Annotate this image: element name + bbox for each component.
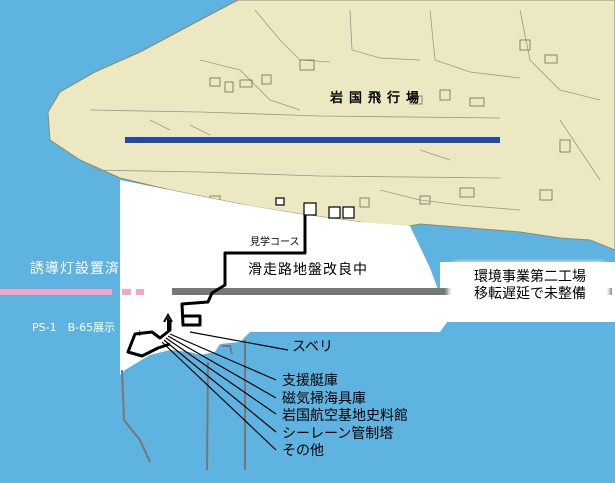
facility-item: 磁気掃海具庫 — [282, 390, 366, 407]
map-detail-lines — [89, 9, 601, 211]
facility-list: 支援艇庫 磁気掃海具庫 岩国航空基地史料館 シーレーン管制塔 その他 — [282, 373, 408, 461]
guide-light-bar — [0, 289, 112, 295]
observation-course-label: 見学コース — [250, 237, 300, 248]
arrow-up-icon — [163, 312, 173, 330]
hangars — [275, 197, 355, 219]
facility-item: 支援艇庫 — [282, 373, 338, 389]
airport-title: 岩国飛行場 — [330, 91, 426, 106]
guide-light-label: 誘導灯設置済み — [30, 261, 135, 277]
plane-marker-icon: + — [136, 329, 144, 339]
ps1-display-label: PS-1 B-65展示 — [32, 321, 116, 334]
environment-label-line2: 移転遅延で未整備 — [474, 286, 586, 302]
guide-light-dot-1 — [122, 289, 131, 295]
environment-note-bg — [448, 262, 610, 318]
existing-runway — [125, 137, 500, 143]
map-buildings — [209, 39, 571, 208]
reclaimed-land — [120, 180, 450, 375]
new-runway — [172, 288, 612, 295]
environment-label-line1: 環境事業第二工場 — [474, 269, 586, 285]
observation-course-route — [180, 215, 307, 327]
slide-label: スベリ — [292, 339, 334, 355]
callout-leaders — [161, 331, 289, 451]
course-loop — [126, 320, 172, 358]
facility-item: 岩国航空基地史料館 — [282, 408, 408, 424]
runway-improvement-label: 滑走路地盤改良中 — [248, 262, 368, 278]
facility-item: その他 — [282, 443, 324, 459]
facility-item: シーレーン管制塔 — [282, 425, 394, 442]
guide-light-dot-2 — [136, 289, 144, 295]
breakwaters — [121, 340, 246, 471]
